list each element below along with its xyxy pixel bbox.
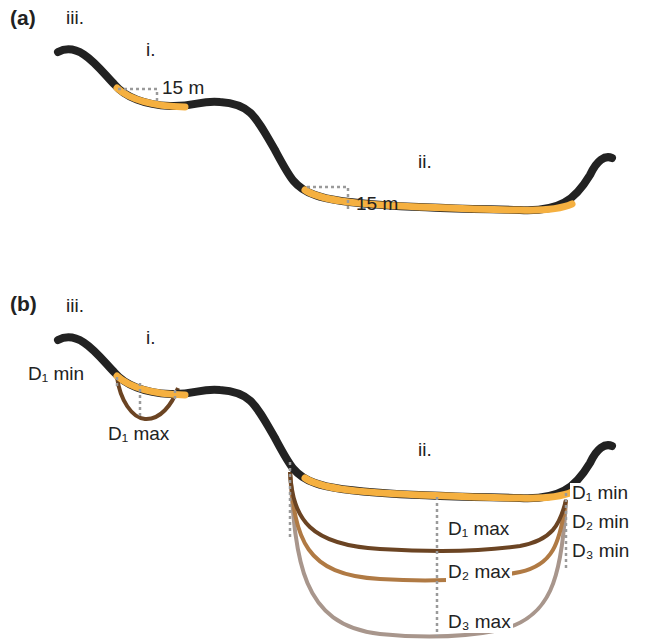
dimension-line — [116, 377, 119, 386]
panel-letter: (b) — [10, 292, 37, 315]
deposit-ii — [305, 478, 572, 498]
depth-label: D₃ max — [446, 612, 513, 633]
site-numeral: i. — [146, 40, 156, 61]
depth-label: D₁ min — [28, 364, 84, 385]
site-numeral: i. — [146, 328, 156, 349]
dimension-line — [565, 493, 568, 570]
panel-b — [58, 337, 612, 636]
dimension-line — [436, 497, 439, 636]
depth-label: D₁ min — [570, 483, 630, 504]
dimension-line — [139, 383, 142, 418]
site-numeral: iii. — [66, 8, 84, 29]
deposit-ii — [305, 190, 572, 210]
dimension-line — [174, 390, 177, 400]
depth-label: D₂ min — [570, 512, 631, 533]
dimension-label: 15 m — [162, 78, 204, 99]
panel-letter: (a) — [10, 6, 36, 29]
depth-label: D₂ max — [446, 562, 512, 583]
site-numeral: ii. — [418, 440, 432, 461]
depth-label: D₃ min — [570, 541, 631, 562]
site-numeral: iii. — [66, 296, 84, 317]
dimension-line — [307, 187, 348, 212]
depth-label: D₁ max — [446, 519, 511, 540]
dimension-label: 15 m — [356, 194, 398, 215]
terrain-profile — [58, 337, 612, 498]
dimension-line — [289, 462, 292, 540]
dimension-line — [118, 89, 157, 101]
depth-label: D₁ max — [108, 424, 169, 445]
site-numeral: ii. — [418, 152, 432, 173]
panel-a — [58, 49, 612, 212]
terrain-profile — [58, 49, 612, 210]
